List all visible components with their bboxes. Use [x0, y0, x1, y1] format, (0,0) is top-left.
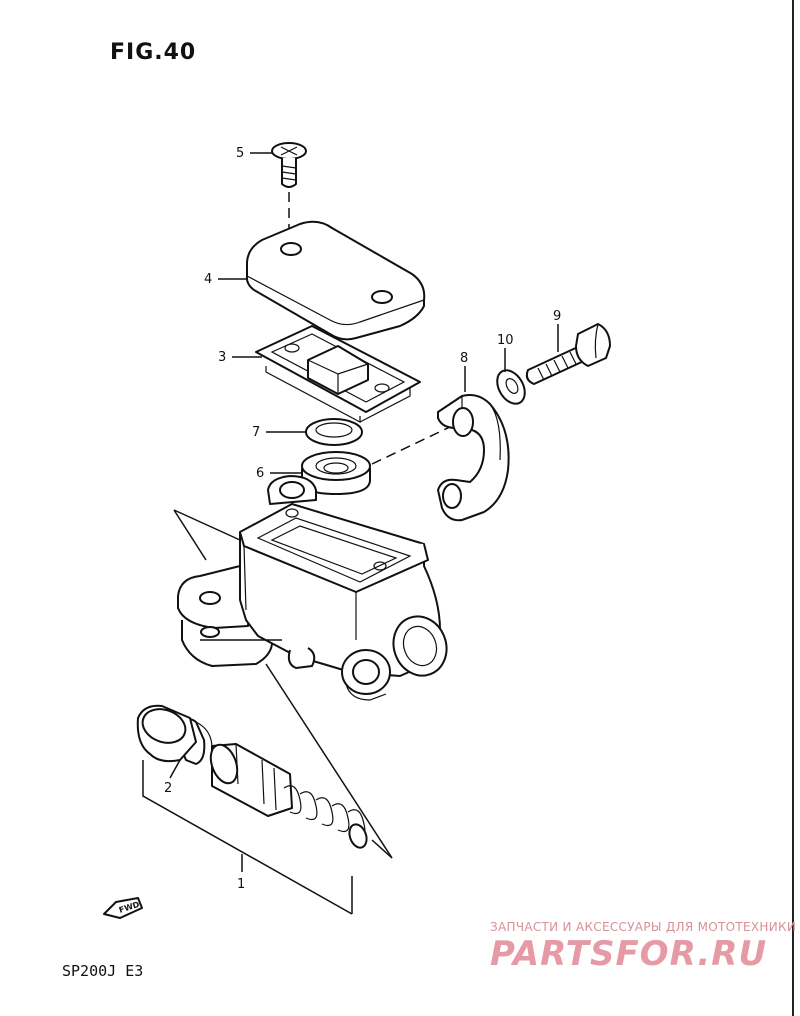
master-cylinder-body [177, 475, 448, 701]
fwd-arrow-icon: FWD [103, 897, 143, 919]
watermark-caption: ЗАПЧАСТИ И АКСЕССУАРЫ ДЛЯ МОТОТЕХНИКИ [490, 920, 797, 934]
part-1-piston-assembly [136, 704, 368, 849]
part-4-reservoir-cap [245, 220, 426, 341]
part-9-bolt [525, 323, 611, 385]
callout-4: 4 [204, 272, 212, 287]
part-5-screw [271, 142, 307, 188]
callout-3: 3 [218, 350, 226, 365]
callout-8: 8 [460, 351, 468, 366]
callout-10: 10 [497, 333, 514, 348]
part-7-plate-ring [305, 418, 363, 446]
figure-title: FIG.40 [110, 40, 197, 65]
callout-2: 2 [164, 781, 172, 796]
callout-6: 6 [256, 466, 264, 481]
part-8-clamp-holder [437, 394, 510, 522]
callout-1: 1 [237, 877, 245, 892]
watermark-logo: PARTSFOR.RU [490, 934, 768, 974]
part-3-diaphragm [255, 325, 421, 423]
model-code: SP200J E3 [62, 962, 144, 980]
callout-5: 5 [236, 146, 244, 161]
part-10-washer [496, 369, 526, 405]
callout-7: 7 [252, 425, 260, 440]
callout-9: 9 [553, 309, 561, 324]
part-6-seal [301, 451, 371, 495]
